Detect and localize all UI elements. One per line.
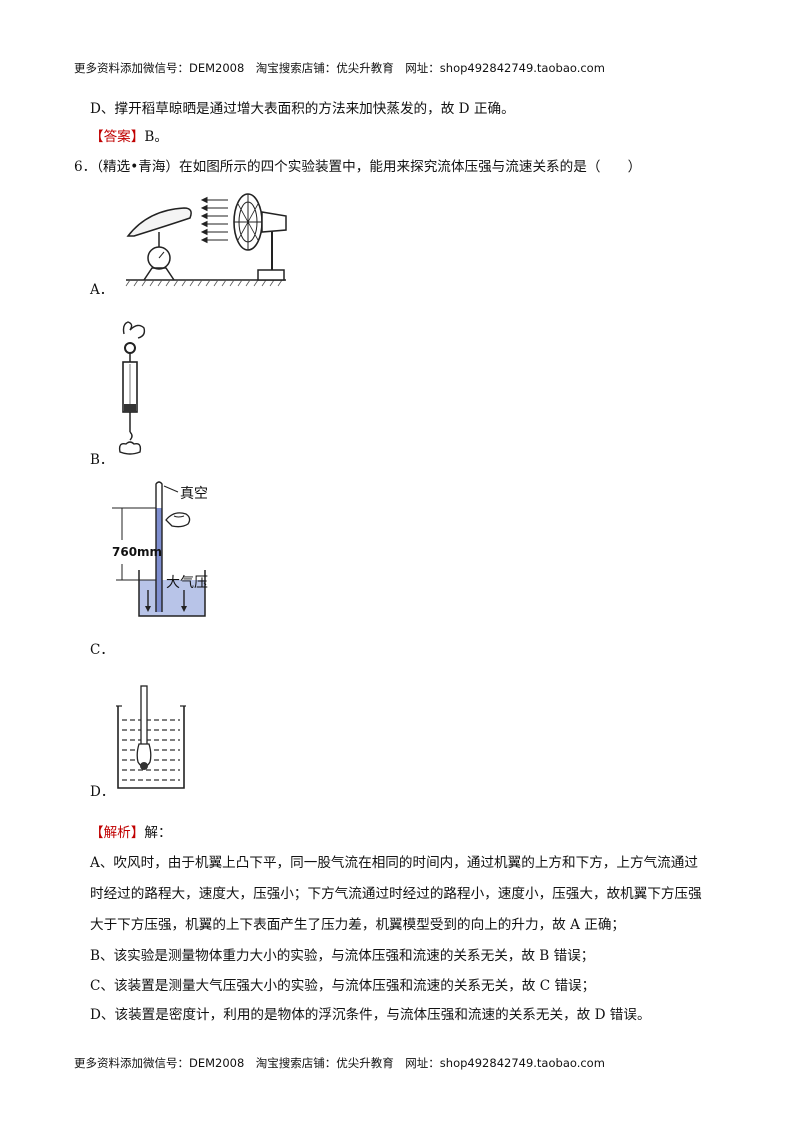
analysis-line-4: B、该实验是测量物体重力大小的实验，与流体压强和流速的关系无关，故 B 错误； xyxy=(90,948,595,964)
figure-b-spring-scale xyxy=(118,321,146,455)
question-text: （精选•青海）在如图所示的四个实验装置中，能用来探究流体压强与流速关系的是（ ） xyxy=(96,159,642,175)
question-number: 6． xyxy=(74,159,97,175)
page-header: 更多资料添加微信号：DEM2008 淘宝搜索店铺：优尖升教育 网址：shop49… xyxy=(74,61,605,75)
label-760mm: 760mm xyxy=(112,545,163,559)
answer-tag: 【答案】 xyxy=(90,129,145,145)
figure-d-hydrometer xyxy=(116,685,186,789)
analysis-header: 【解析】解： xyxy=(90,825,172,841)
analysis-line-6: D、该装置是密度计，利用的是物体的浮沉条件，与流体压强和流速的关系无关，故 D … xyxy=(90,1007,651,1023)
analysis-line-3: 大于下方压强，机翼的上下表面产生了压力差，机翼模型受到的向上的升力，故 A 正确… xyxy=(90,917,626,933)
option-b-label: B． xyxy=(90,452,114,468)
analysis-intro: 解： xyxy=(144,825,172,841)
option-a-label: A． xyxy=(90,282,114,298)
analysis-line-1: A、吹风时，由于机翼上凸下平，同一股气流在相同的时间内，通过机翼的上方和下方，上… xyxy=(90,855,698,871)
analysis-tag: 【解析】 xyxy=(90,825,145,841)
analysis-line-5: C、该装置是测量大气压强大小的实验，与流体压强和流速的关系无关，故 C 错误； xyxy=(90,978,596,994)
question-6: 6．（精选•青海）在如图所示的四个实验装置中，能用来探究流体压强与流速关系的是（… xyxy=(74,159,642,175)
option-d-label: D． xyxy=(90,784,115,800)
answer-line: 【答案】B。 xyxy=(90,129,168,145)
figure-a-wing-fan xyxy=(125,193,287,287)
page-footer: 更多资料添加微信号：DEM2008 淘宝搜索店铺：优尖升教育 网址：shop49… xyxy=(74,1056,605,1070)
figure-c-torricelli xyxy=(112,481,206,617)
answer-value: B。 xyxy=(144,129,168,145)
analysis-line-2: 时经过的路程大，速度大，压强小；下方气流通过时经过的路程小，速度小，压强大，故机… xyxy=(90,886,702,902)
option-c-label: C． xyxy=(90,642,114,658)
label-vacuum: 真空 xyxy=(180,486,208,502)
label-air-pressure: 大气压 xyxy=(166,575,208,591)
prev-option-d: D、撑开稻草晾晒是通过增大表面积的方法来加快蒸发的，故 D 正确。 xyxy=(90,101,515,117)
